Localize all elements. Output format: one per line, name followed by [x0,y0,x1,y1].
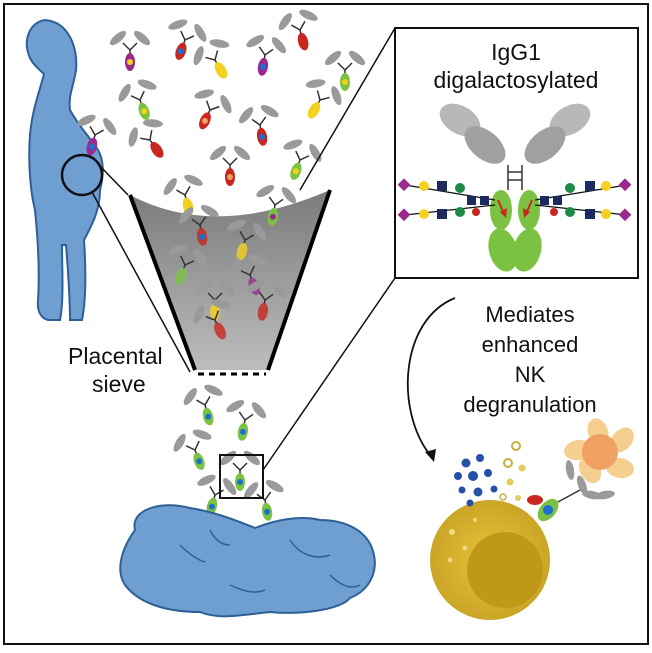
zoom-line [262,277,396,471]
zoom-box [219,454,264,499]
cytotoxic-granules-icon [454,441,526,507]
infant-icon [119,504,376,618]
pregnant-woman-icon [25,18,104,321]
effect-line1: Mediates [485,302,574,327]
target-cell-icon [564,418,634,484]
bound-antibody-icon [527,460,615,522]
zoom-line [299,27,396,191]
placental-sieve [128,189,332,376]
curved-arrow-icon [406,297,456,462]
sieve-label-line2: sieve [92,371,146,397]
nk-cell-icon [430,500,550,620]
effect-line2: enhanced [482,332,579,357]
inset-box [394,27,639,279]
inset-title-line2: digalactosylated [434,67,599,93]
maternal-antibody-pool [71,2,368,226]
sieve-antibodies [161,199,292,340]
igg1-structure-icon [397,103,632,272]
effect-line3: NK [515,362,546,387]
outer-frame [3,3,649,645]
inset-title-line1: IgG1 [491,39,541,65]
transferred-antibodies [166,377,289,521]
effect-line4: degranulation [463,392,596,417]
zoom-line [97,163,129,196]
sieve-label-line1: Placental [68,343,163,369]
zoom-line [91,191,191,373]
placenta-zoom-circle [60,153,104,197]
